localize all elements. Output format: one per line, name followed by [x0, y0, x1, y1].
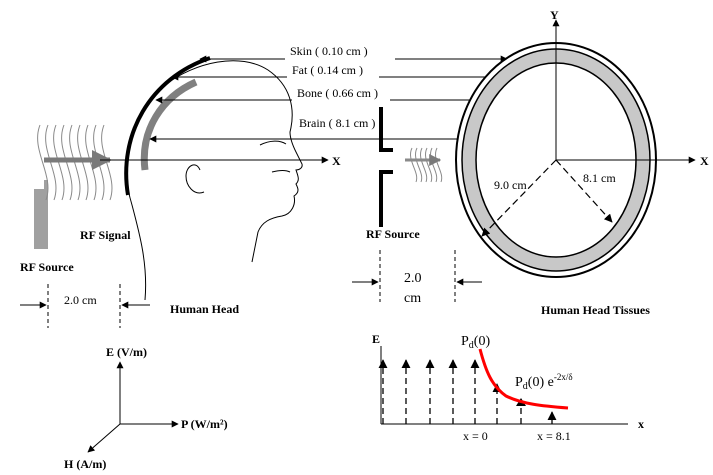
- decay-plot-y-label: E: [372, 332, 380, 346]
- rf-source-mid-wave: [410, 147, 443, 183]
- decay-formula: Pd(0) e-2x/δ: [515, 372, 573, 392]
- h-axis-label: H (A/m): [64, 457, 106, 471]
- left-distance-label: 2.0 cm: [64, 293, 97, 307]
- rf-source-mid-label: RF Source: [366, 227, 420, 241]
- field-axes-3d: [87, 361, 179, 453]
- bone-arc-head: [140, 78, 198, 171]
- human-head-label: Human Head: [170, 302, 239, 316]
- skin-arc-head: [124, 56, 211, 196]
- brain-label-bg: [294, 115, 376, 131]
- p-axis-label: P (W/m²): [181, 417, 228, 431]
- bone-label: Bone ( 0.66 cm ): [297, 86, 378, 100]
- rf-source-mid: [379, 107, 393, 227]
- radius-inner-label: 8.1 cm: [583, 171, 616, 185]
- fat-label: Fat ( 0.14 cm ): [292, 63, 363, 77]
- human-head-tissues-label: Human Head Tissues: [541, 303, 650, 317]
- mid-distance-number: 2.0: [404, 271, 422, 286]
- fat-label-bg: [287, 63, 379, 79]
- pd0-label: Pd(0): [461, 334, 490, 351]
- radius-outer-label: 9.0 cm: [494, 178, 527, 192]
- decay-plot-x-label: x: [638, 417, 644, 431]
- circle-y-axis-label: Y: [550, 8, 559, 22]
- left-distance-marker: [20, 284, 150, 328]
- skin-label-bg: [285, 44, 395, 60]
- field-arrows: [378, 359, 522, 424]
- rf-source-left: [34, 180, 48, 249]
- radius-inner-line: [555, 159, 613, 223]
- circle-x-axis-label: X: [700, 154, 709, 168]
- rf-signal-label: RF Signal: [80, 228, 131, 242]
- radius-outer-line: [481, 159, 557, 237]
- rf-source-block: [34, 189, 48, 249]
- x0-label: x = 0: [463, 429, 488, 443]
- rf-source-left-label: RF Source: [20, 260, 74, 274]
- decay-curve: [478, 348, 569, 410]
- e-axis-label: E (V/m): [106, 345, 147, 359]
- skin-label: Skin ( 0.10 cm ): [290, 44, 368, 58]
- rf-source-shadow: [44, 180, 48, 189]
- x81-label: x = 8.1: [537, 429, 571, 443]
- brain-label: Brain ( 8.1 cm ): [299, 116, 375, 130]
- mid-distance-unit: cm: [404, 291, 421, 306]
- head-x-axis-label: X: [332, 154, 341, 168]
- bone-label-bg: [292, 86, 390, 102]
- decay-plot: E x Pd(0) Pd(0) e-2x/δ x = 0 x = 8.1: [372, 332, 644, 443]
- mid-distance-marker: [352, 250, 482, 302]
